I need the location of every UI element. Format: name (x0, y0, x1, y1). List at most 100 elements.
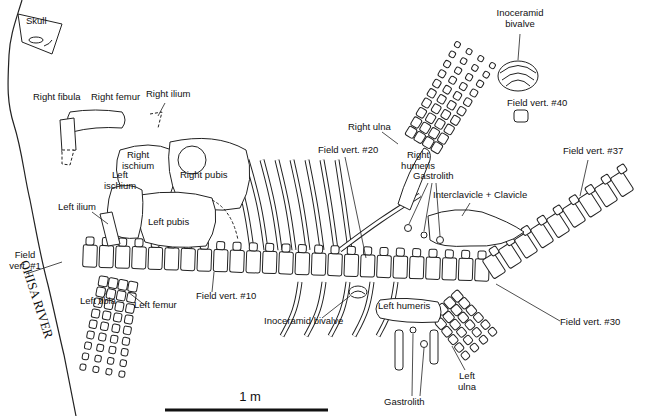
hind-paddle-bone (107, 357, 114, 364)
leader-line (496, 284, 560, 321)
front-paddle-bone (477, 55, 484, 62)
bivalve-shell (498, 61, 538, 91)
front-paddle-bone (471, 327, 482, 338)
part-label: Left tibia (80, 296, 140, 307)
vertebra (462, 250, 470, 258)
vertebra (217, 242, 225, 250)
rib-bone (282, 282, 300, 336)
front-paddle-bone (469, 88, 478, 97)
girdle-bone (514, 110, 528, 122)
front-paddle-bone (437, 69, 446, 78)
vertebra (331, 246, 339, 254)
hind-paddle-bone (96, 344, 104, 352)
part-label: Left femur (134, 300, 194, 311)
part-label: Right pubis (180, 170, 240, 181)
hind-paddle-bone (123, 326, 132, 335)
gastrolith-stone (437, 237, 444, 244)
leader-line (462, 203, 470, 216)
skull-outline (29, 37, 43, 43)
hind-limb-bone (62, 150, 74, 165)
hind-paddle-bone (118, 279, 129, 290)
vertebra-label: Field vert. #20 (318, 145, 408, 156)
pelvis-bone (212, 200, 238, 240)
pelvis-bone (100, 138, 250, 247)
front-paddle-bone (405, 41, 496, 154)
hind-paddle-bone (120, 359, 127, 366)
front-paddle-bone (437, 132, 449, 145)
vertebra (344, 254, 359, 276)
vertebra (164, 248, 179, 270)
front-paddle-bone (425, 112, 437, 124)
hind-limb-bone (60, 118, 76, 152)
front-paddle-bone (446, 100, 456, 111)
rib-bone (306, 282, 324, 336)
part-label: Right ilium (146, 89, 206, 100)
rib-bone (282, 282, 300, 336)
part-label: Interclavicle + Clavicle (433, 190, 573, 201)
girdle-bone (395, 330, 403, 370)
front-paddle-bone (463, 334, 474, 345)
rib-bone (330, 282, 348, 336)
bivalve-shell (506, 80, 530, 86)
front-paddle-bone (463, 97, 473, 107)
hind-limb-bone (67, 110, 125, 132)
vertebra (315, 245, 323, 253)
front-paddle-bone (478, 335, 488, 345)
vertebra (409, 256, 424, 278)
leader-line (518, 34, 520, 60)
hind-paddle-bone (110, 335, 118, 344)
hind-paddle-bone (115, 301, 125, 311)
bivalve-shell (351, 291, 365, 294)
part-label: Right fibula (33, 92, 93, 103)
front-paddle-bone (459, 82, 468, 91)
vertebra (86, 237, 94, 245)
vertebra (311, 253, 326, 275)
vertebra (380, 247, 388, 255)
front-paddle-bone (421, 97, 432, 108)
scale-bar (165, 409, 328, 412)
part-label: Skull (26, 16, 66, 27)
vertebra (135, 239, 143, 247)
front-paddle-bone (471, 64, 479, 72)
rib-bone (277, 160, 294, 250)
hind-paddle-bone (116, 290, 126, 301)
bivalve-shell (502, 73, 534, 80)
vertebra (213, 249, 228, 271)
front-paddle-bone (460, 350, 470, 360)
pelvis-bone (138, 192, 216, 247)
hind-paddle-bone (82, 353, 89, 360)
vertebra (536, 215, 547, 226)
vertebra-label: Field vert. #37 (563, 146, 651, 157)
vertebra (148, 247, 163, 269)
hind-limb-bone (150, 112, 162, 128)
front-paddle-bone (442, 85, 452, 95)
hind-paddle-bone (98, 333, 106, 342)
front-paddle-bone (480, 319, 491, 330)
fossil-label: Inoceramid bivalve (264, 316, 374, 327)
bivalve-shell (349, 61, 538, 298)
vertebra (282, 244, 290, 252)
rib-bone (262, 160, 280, 250)
hind-paddle-bone (91, 309, 100, 319)
vertebra-label: Field vert. #10 (196, 291, 286, 302)
gastrolith-label: Gastrolith (384, 397, 444, 408)
front-paddle-bone (454, 342, 465, 353)
vertebra (616, 163, 627, 174)
hind-paddle-bone (80, 364, 87, 371)
vertebra (429, 249, 437, 257)
vertebra (488, 245, 499, 256)
vertebra (347, 246, 355, 254)
girdle-bone (428, 210, 524, 247)
leader-line (580, 160, 588, 196)
vertebra (478, 251, 486, 259)
front-paddle-bone (448, 76, 457, 85)
front-paddle-bone (431, 103, 442, 114)
vertebra (295, 252, 310, 274)
leader-line (409, 183, 428, 224)
vertebra (266, 243, 274, 251)
front-paddle-bone (448, 50, 456, 58)
front-paddle-bone (443, 60, 452, 69)
hind-paddle-bone (98, 276, 109, 287)
front-paddle-bone (465, 48, 472, 55)
